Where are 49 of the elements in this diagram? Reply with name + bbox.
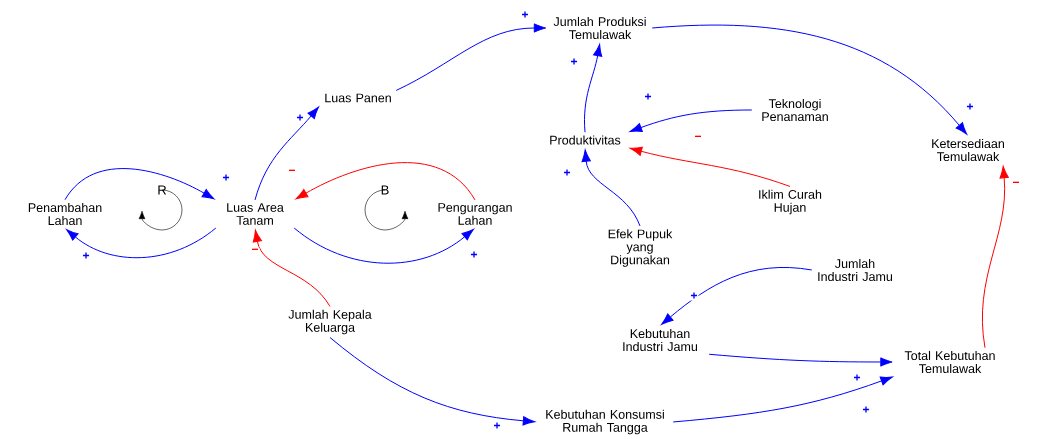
polarity-sign: +	[852, 373, 862, 383]
polarity-sign: +	[492, 421, 502, 431]
variable-label: Jumlah Kepala Keluarga	[288, 309, 372, 335]
variable-label: Kebutuhan Konsumsi Rumah Tangga	[546, 409, 664, 435]
arrow	[981, 165, 1009, 349]
arrow	[581, 149, 641, 227]
polarity-sign: +	[221, 173, 231, 183]
polarity-sign: +	[861, 405, 871, 415]
variable-label: Teknologi Penanaman	[762, 98, 828, 122]
arrow	[254, 106, 319, 201]
polarity-sign: +	[469, 250, 479, 260]
arrow	[672, 376, 893, 423]
arrow	[295, 162, 476, 201]
arrow	[293, 227, 474, 264]
variable-label: Jumlah Industri Jamu	[818, 258, 892, 282]
polarity-sign: +	[295, 113, 305, 123]
arrow	[708, 353, 893, 367]
variable-label: Luas Area Tanam	[227, 203, 284, 225]
variable-label: Kebutuhan Industri Jamu	[623, 328, 697, 352]
polarity-sign: +	[520, 10, 530, 20]
arrow	[661, 266, 813, 325]
polarity-sign: +	[965, 102, 975, 112]
polarity-sign: +	[569, 57, 579, 67]
arrow	[66, 227, 217, 259]
arrow	[329, 337, 536, 426]
variable-label: Iklim Curah Hujan	[759, 189, 822, 215]
polarity-sign: −	[1011, 180, 1021, 188]
variable-label: Penambahan Lahan	[28, 202, 102, 226]
variable-label: Ketersediaan Temulawak	[932, 138, 1004, 162]
polarity-sign: −	[250, 247, 260, 255]
polarity-sign: +	[562, 168, 572, 178]
arrow	[395, 23, 547, 91]
polarity-sign: +	[643, 92, 653, 102]
arrow	[629, 109, 753, 132]
variable-label: Luas Panen	[325, 93, 391, 103]
arrow	[64, 168, 215, 201]
polarity-sign: +	[81, 251, 91, 261]
variable-label: Jumlah Produksi Temulawak	[553, 16, 646, 40]
polarity-sign: −	[287, 168, 297, 176]
arrow	[651, 24, 968, 135]
arrow	[584, 43, 603, 133]
variable-label: Pengurangan Lahan	[438, 203, 512, 225]
variable-label: Produktivitas	[550, 135, 621, 145]
polarity-sign: −	[693, 134, 703, 142]
variable-label: Total Kebutuhan Temulawak	[904, 350, 995, 374]
variable-label: Efek Pupuk yang Digunakan	[608, 229, 673, 267]
arrow	[629, 146, 791, 187]
arrow	[252, 229, 331, 307]
polarity-sign: +	[689, 291, 699, 301]
